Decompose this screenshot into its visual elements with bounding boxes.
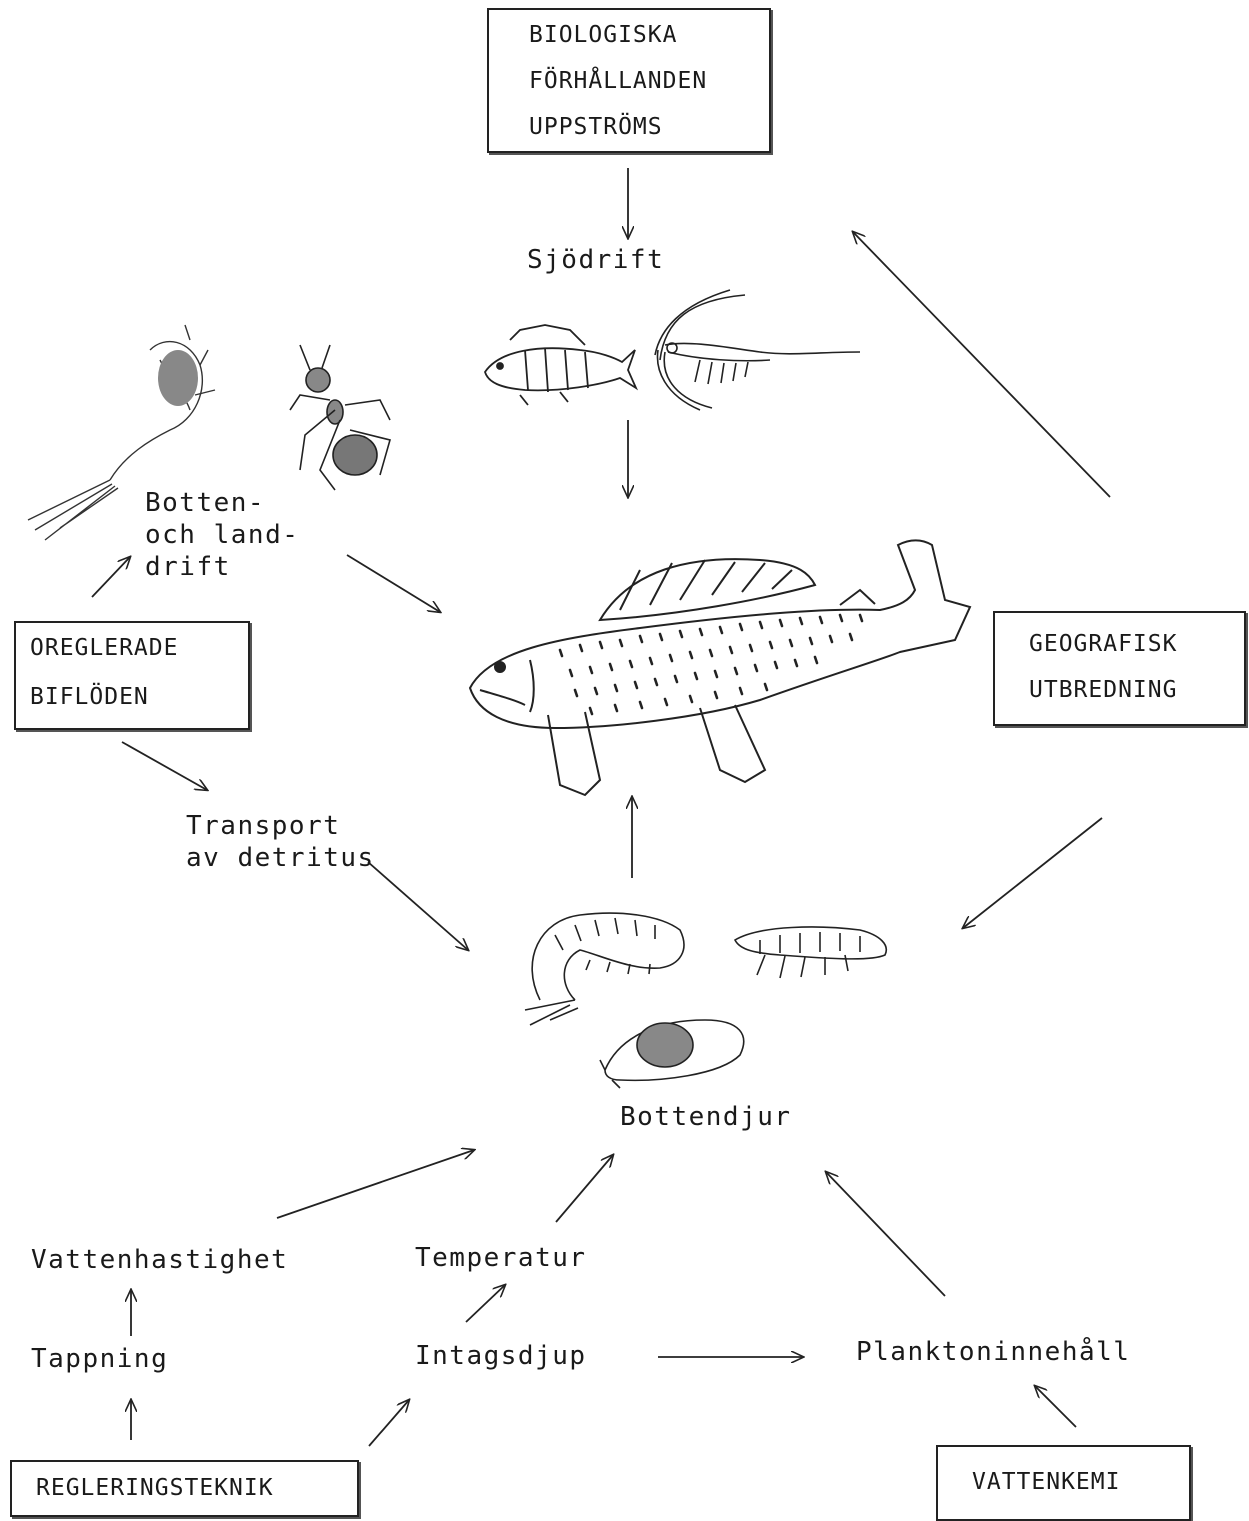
label-lake-drift: Sjödrift [527, 244, 664, 276]
arrow-chemistry-to-plankton [1035, 1386, 1076, 1427]
geographic-box-line-1: GEOGRAFISK [1029, 631, 1177, 657]
arrow-geo-to-benthos [963, 818, 1102, 928]
label-water-velocity: Vattenhastighet [31, 1244, 288, 1276]
arrow-geo-to-upper [853, 232, 1110, 497]
upstream-biology-box: BIOLOGISKA FÖRHÅLLANDEN UPPSTRÖMS [487, 8, 771, 153]
label-temperature: Temperatur [415, 1242, 587, 1274]
arrow-detritus-to-benthos [368, 862, 468, 950]
chemistry-box-label: VATTENKEMI [972, 1469, 1120, 1495]
label-discharge: Tappning [31, 1343, 168, 1375]
water-chemistry-box: VATTENKEMI [936, 1445, 1191, 1521]
upstream-box-line-1: BIOLOGISKA [529, 22, 677, 48]
label-benthos: Bottendjur [620, 1101, 792, 1133]
ant-illustration [290, 345, 390, 490]
grayling-illustration [470, 540, 970, 795]
arrow-regulation-to-intake [369, 1400, 409, 1446]
regulation-box-label: REGLERINGSTEKNIK [36, 1475, 274, 1501]
label-intake-depth: Intagsdjup [415, 1340, 587, 1372]
amphipod-illustration [735, 927, 886, 978]
geographic-box-line-2: UTBREDNING [1029, 677, 1177, 703]
label-detritus-1: Transport [186, 810, 340, 842]
chironomid-larva-illustration [525, 913, 684, 1025]
tributaries-box-line-1: OREGLERADE [30, 635, 178, 661]
label-bottom-land-drift-2: och land- [145, 519, 299, 551]
arrow-tributaries-to-detritus [122, 742, 207, 790]
arrow-temperature-to-benthos [556, 1155, 613, 1222]
geographic-box: GEOGRAFISK UTBREDNING [993, 611, 1246, 726]
label-detritus-2: av detritus [186, 842, 375, 874]
arrow-velocity-to-benthos [277, 1150, 474, 1218]
upstream-box-line-3: UPPSTRÖMS [529, 114, 663, 140]
label-bottom-land-drift-3: drift [145, 551, 231, 583]
regulation-technique-box: REGLERINGSTEKNIK [10, 1460, 359, 1517]
arrow-bottomdrift-to-fish [347, 555, 440, 612]
snail-illustration [600, 1020, 744, 1088]
arrow-intake-to-temperature [466, 1285, 505, 1322]
mysid-illustration [655, 290, 860, 410]
arrow-plankton-to-benthos [826, 1172, 945, 1296]
tributaries-box-line-2: BIFLÖDEN [30, 684, 149, 710]
label-plankton: Planktoninnehåll [856, 1336, 1130, 1368]
perch-illustration [485, 325, 636, 405]
label-bottom-land-drift-1: Botten- [145, 487, 265, 519]
upstream-box-line-2: FÖRHÅLLANDEN [529, 68, 707, 94]
arrow-tributaries-to-bottomdrift [92, 557, 130, 597]
tributaries-box: OREGLERADE BIFLÖDEN [14, 621, 250, 730]
